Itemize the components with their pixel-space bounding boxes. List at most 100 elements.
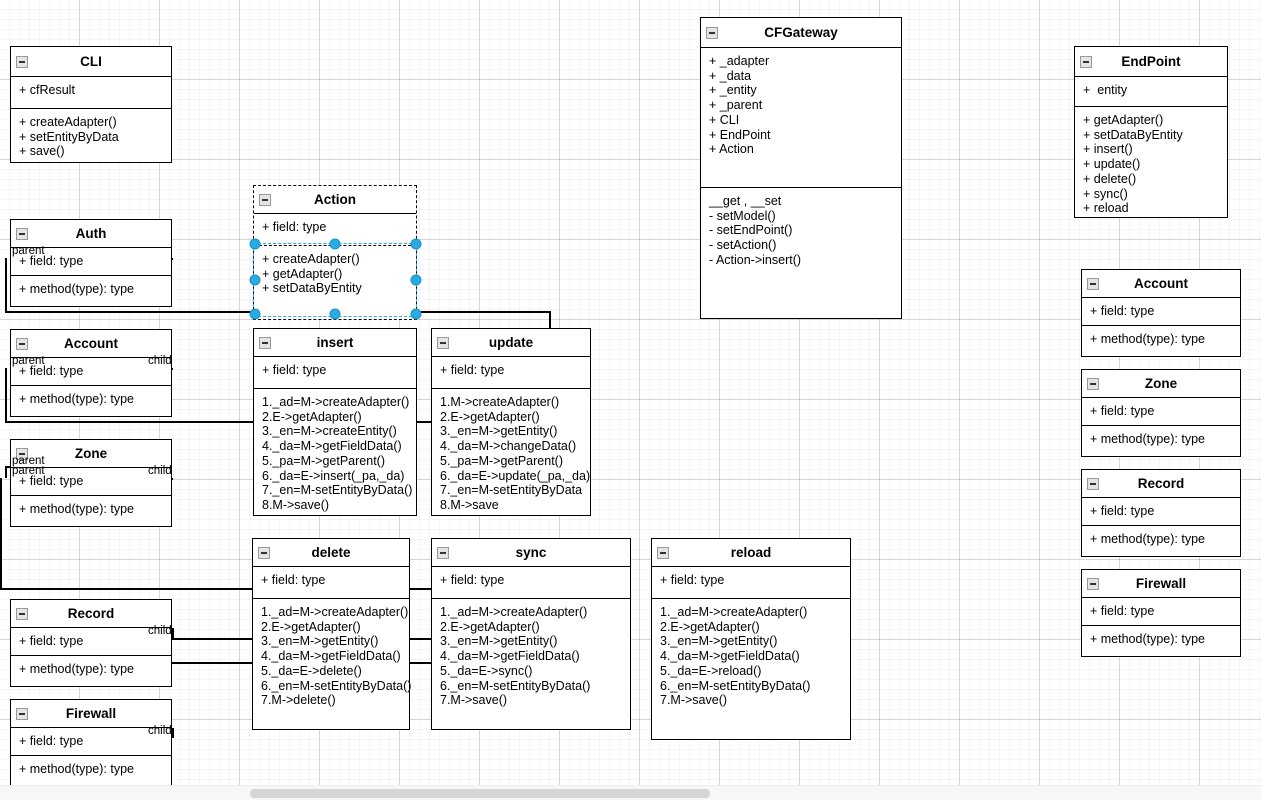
class-operation: 2.E->getAdapter() — [660, 619, 760, 634]
uml-class-zone-right[interactable]: Zone+ field: type+ method(type): type — [1081, 369, 1241, 457]
class-attribute: + field: type — [1090, 604, 1155, 618]
class-name: delete — [311, 544, 351, 560]
class-operation: + method(type): type — [19, 502, 134, 516]
uml-class-record-right[interactable]: Record+ field: type+ method(type): type — [1081, 469, 1241, 557]
collapse-icon[interactable] — [657, 546, 669, 559]
class-attribute: + field: type — [19, 364, 84, 378]
resize-handle[interactable] — [410, 274, 422, 286]
class-attributes-section: + field: type — [432, 567, 630, 599]
uml-class-account-left[interactable]: Account+ field: type+ method(type): type — [10, 329, 172, 417]
collapse-icon[interactable] — [706, 26, 718, 39]
association-line[interactable] — [172, 728, 174, 738]
association-role-label: parent — [12, 465, 45, 477]
class-operation: 7.M->delete() — [261, 693, 336, 708]
class-attributes-section: + field: type — [254, 357, 416, 389]
class-attributes-section: + field: type — [1082, 598, 1240, 626]
class-attribute: + field: type — [19, 254, 84, 268]
uml-class-zone-left[interactable]: Zone+ field: type+ method(type): type — [10, 439, 172, 527]
class-attributes-section: + entity — [1075, 77, 1227, 107]
class-attribute: + field: type — [1090, 404, 1155, 418]
collapse-icon[interactable] — [1087, 277, 1099, 290]
association-line[interactable] — [5, 368, 7, 421]
association-role-label: child — [148, 355, 172, 367]
class-title-bar: insert — [254, 329, 416, 357]
class-operations-section: + method(type): type — [11, 386, 171, 416]
collapse-icon[interactable] — [1080, 55, 1092, 68]
collapse-icon[interactable] — [16, 55, 28, 68]
class-operation: + method(type): type — [1090, 332, 1205, 346]
class-operations-section: 1._ad=M->createAdapter()2.E->getAdapter(… — [432, 599, 630, 729]
uml-class-account-right[interactable]: Account+ field: type+ method(type): type — [1081, 269, 1241, 357]
class-operation: 7._en=M-setEntityByData — [440, 483, 583, 498]
collapse-icon[interactable] — [1087, 477, 1099, 490]
class-operation: 4._da=M->changeData() — [440, 439, 577, 454]
class-attribute: + field: type — [19, 474, 84, 488]
association-line[interactable] — [5, 466, 14, 468]
association-line[interactable] — [172, 628, 174, 638]
collapse-icon[interactable] — [1087, 377, 1099, 390]
association-role-label: parent — [12, 455, 45, 467]
class-title-bar: Action — [254, 186, 416, 214]
class-attributes-section: + field: type — [11, 468, 171, 496]
resize-handle[interactable] — [329, 308, 341, 320]
uml-class-endpoint[interactable]: EndPoint+ entity+ getAdapter()+ setDataB… — [1074, 46, 1228, 218]
class-name: update — [488, 334, 534, 350]
collapse-icon[interactable] — [259, 336, 271, 349]
resize-handle[interactable] — [249, 274, 261, 286]
resize-handle[interactable] — [249, 238, 261, 250]
resize-handle[interactable] — [410, 238, 422, 250]
uml-class-record-left[interactable]: Record+ field: type+ method(type): type — [10, 599, 172, 687]
uml-class-cli[interactable]: CLI+ cfResult+ createAdapter()+ setEntit… — [10, 46, 172, 163]
collapse-icon[interactable] — [16, 447, 28, 460]
collapse-icon[interactable] — [16, 227, 28, 240]
resize-handle[interactable] — [249, 308, 261, 320]
class-title-bar: Firewall — [11, 700, 171, 728]
class-operations-section: + method(type): type — [11, 756, 171, 786]
horizontal-scrollbar-thumb[interactable] — [250, 789, 710, 798]
horizontal-scrollbar[interactable] — [0, 785, 1261, 800]
class-title-bar: CFGateway — [701, 18, 901, 48]
uml-class-action[interactable]: Action+ field: type+ createAdapter()+ ge… — [253, 185, 417, 320]
class-operation: 4._da=M->getFieldData() — [262, 439, 402, 454]
class-operation: + save() — [19, 144, 65, 159]
collapse-icon[interactable] — [16, 707, 28, 720]
class-attribute: + field: type — [19, 734, 84, 748]
class-operation: - Action->insert() — [709, 252, 802, 267]
class-operation: 5._da=E->sync() — [440, 663, 533, 678]
collapse-icon[interactable] — [259, 193, 271, 206]
collapse-icon[interactable] — [16, 337, 28, 350]
class-operation: 3._en=M->getEntity() — [261, 634, 379, 649]
class-title-bar: Zone — [1082, 370, 1240, 398]
class-attribute: + field: type — [440, 573, 505, 587]
uml-class-cfgateway[interactable]: CFGateway+ _adapter+ _data+ _entity+ _pa… — [700, 17, 902, 319]
class-operation: - setEndPoint() — [709, 223, 793, 238]
class-attribute: + _entity — [709, 83, 757, 98]
class-operations-section: __get , __set- setModel()- setEndPoint()… — [701, 188, 901, 318]
class-title-bar: Account — [1082, 270, 1240, 298]
resize-handle[interactable] — [410, 308, 422, 320]
class-operation: __get , __set — [709, 194, 782, 208]
uml-class-firewall-right[interactable]: Firewall+ field: type+ method(type): typ… — [1081, 569, 1241, 657]
uml-class-firewall-left[interactable]: Firewall + field: type + method(type): typ… — [10, 699, 172, 787]
class-operation: 2.E->getAdapter() — [262, 409, 362, 424]
uml-class-auth[interactable]: Auth+ field: type+ method(type): type — [10, 219, 172, 307]
class-operation: 3._en=M->getEntity() — [660, 634, 778, 649]
association-line[interactable] — [5, 258, 7, 311]
class-operation: 2.E->getAdapter() — [261, 619, 361, 634]
association-line[interactable] — [0, 478, 2, 588]
class-operation: 6._da=E->update(_pa,_da) — [440, 468, 591, 483]
resize-handle[interactable] — [329, 238, 341, 250]
class-operation: + getAdapter() — [262, 266, 343, 281]
collapse-icon[interactable] — [258, 546, 270, 559]
collapse-icon[interactable] — [1087, 577, 1099, 590]
collapse-icon[interactable] — [16, 607, 28, 620]
collapse-icon[interactable] — [437, 336, 449, 349]
association-line[interactable] — [5, 466, 7, 478]
collapse-icon[interactable] — [437, 546, 449, 559]
